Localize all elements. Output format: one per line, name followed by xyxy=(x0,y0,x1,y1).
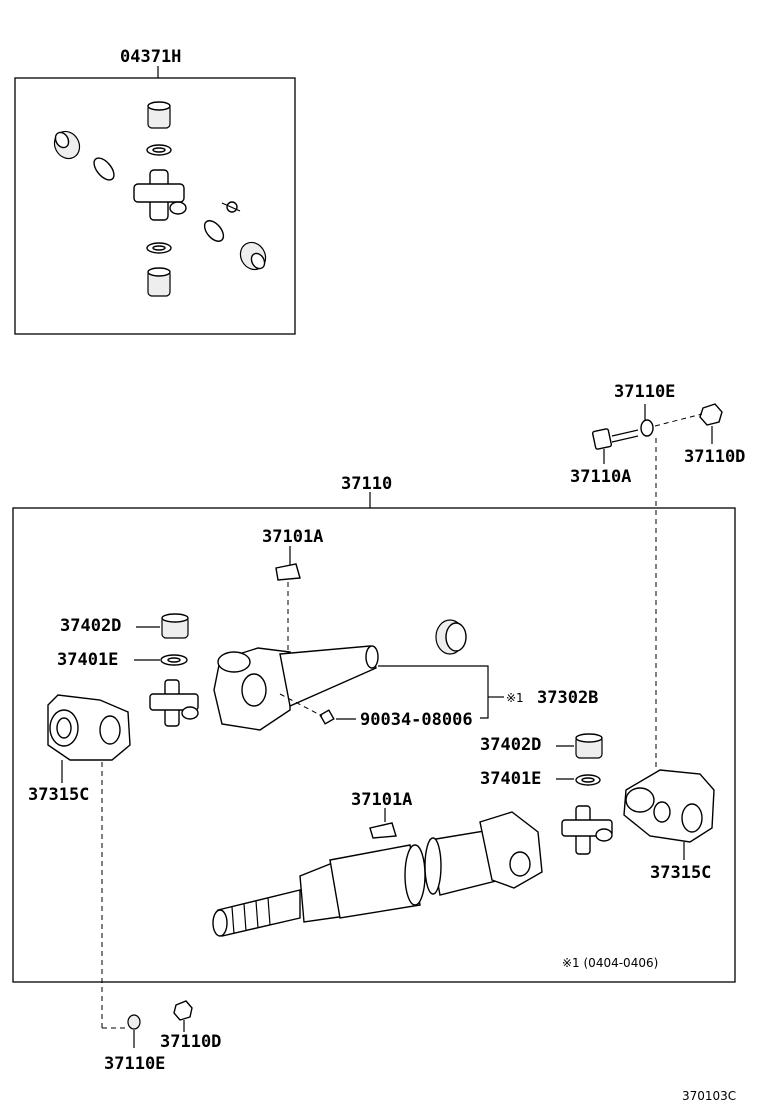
balance-weight-bottom-part xyxy=(369,822,397,839)
label-37110d-top: 37110D xyxy=(684,447,745,467)
kit-box xyxy=(14,77,296,335)
diagram-code: 370103C xyxy=(682,1089,736,1103)
label-37110e-bottom: 37110E xyxy=(104,1054,165,1074)
label-37101a-top: 37101A xyxy=(262,527,323,547)
spider-left-part xyxy=(149,679,199,727)
label-37110d-bottom: 37110D xyxy=(160,1032,221,1052)
nut-bottom-part xyxy=(173,1000,193,1021)
assembly-box xyxy=(12,507,736,983)
label-37401e-bottom: 37401E xyxy=(480,769,541,789)
label-37315c-left: 37315C xyxy=(28,785,89,805)
grease-fitting-part xyxy=(319,709,335,725)
footnote-range: ※1 (0404-0406) xyxy=(562,956,658,970)
bearing-cup-top-part xyxy=(161,613,189,639)
bearing-cup-bottom-part xyxy=(575,733,603,759)
balance-weight-top-part xyxy=(275,563,301,581)
label-37110: 37110 xyxy=(341,474,392,494)
label-37402d-top: 37402D xyxy=(60,616,121,636)
spider-right-part xyxy=(561,805,613,855)
kit-spider-joint xyxy=(53,101,267,297)
label-37110a: 37110A xyxy=(570,467,631,487)
front-yoke-tube-part xyxy=(213,645,379,731)
label-37302b: 37302B xyxy=(537,688,598,708)
washer-bottom-part xyxy=(127,1014,141,1030)
label-37110e-top: 37110E xyxy=(614,382,675,402)
label-37315c-right: 37315C xyxy=(650,863,711,883)
rear-shaft-part xyxy=(212,811,543,937)
bolt-part xyxy=(591,428,639,450)
center-bearing-mark: ※1 xyxy=(506,691,524,705)
washer-top-part xyxy=(640,419,654,437)
label-37401e-top: 37401E xyxy=(57,650,118,670)
label-90034-08006: 90034-08006 xyxy=(360,710,473,730)
center-bearing-part xyxy=(435,619,467,655)
flange-left-part xyxy=(47,694,131,761)
flange-right-part xyxy=(623,769,715,843)
label-37101a-bottom: 37101A xyxy=(351,790,412,810)
nut-top-part xyxy=(699,403,723,426)
label-kit-04371h: 04371H xyxy=(120,47,181,67)
label-37402d-bottom: 37402D xyxy=(480,735,541,755)
